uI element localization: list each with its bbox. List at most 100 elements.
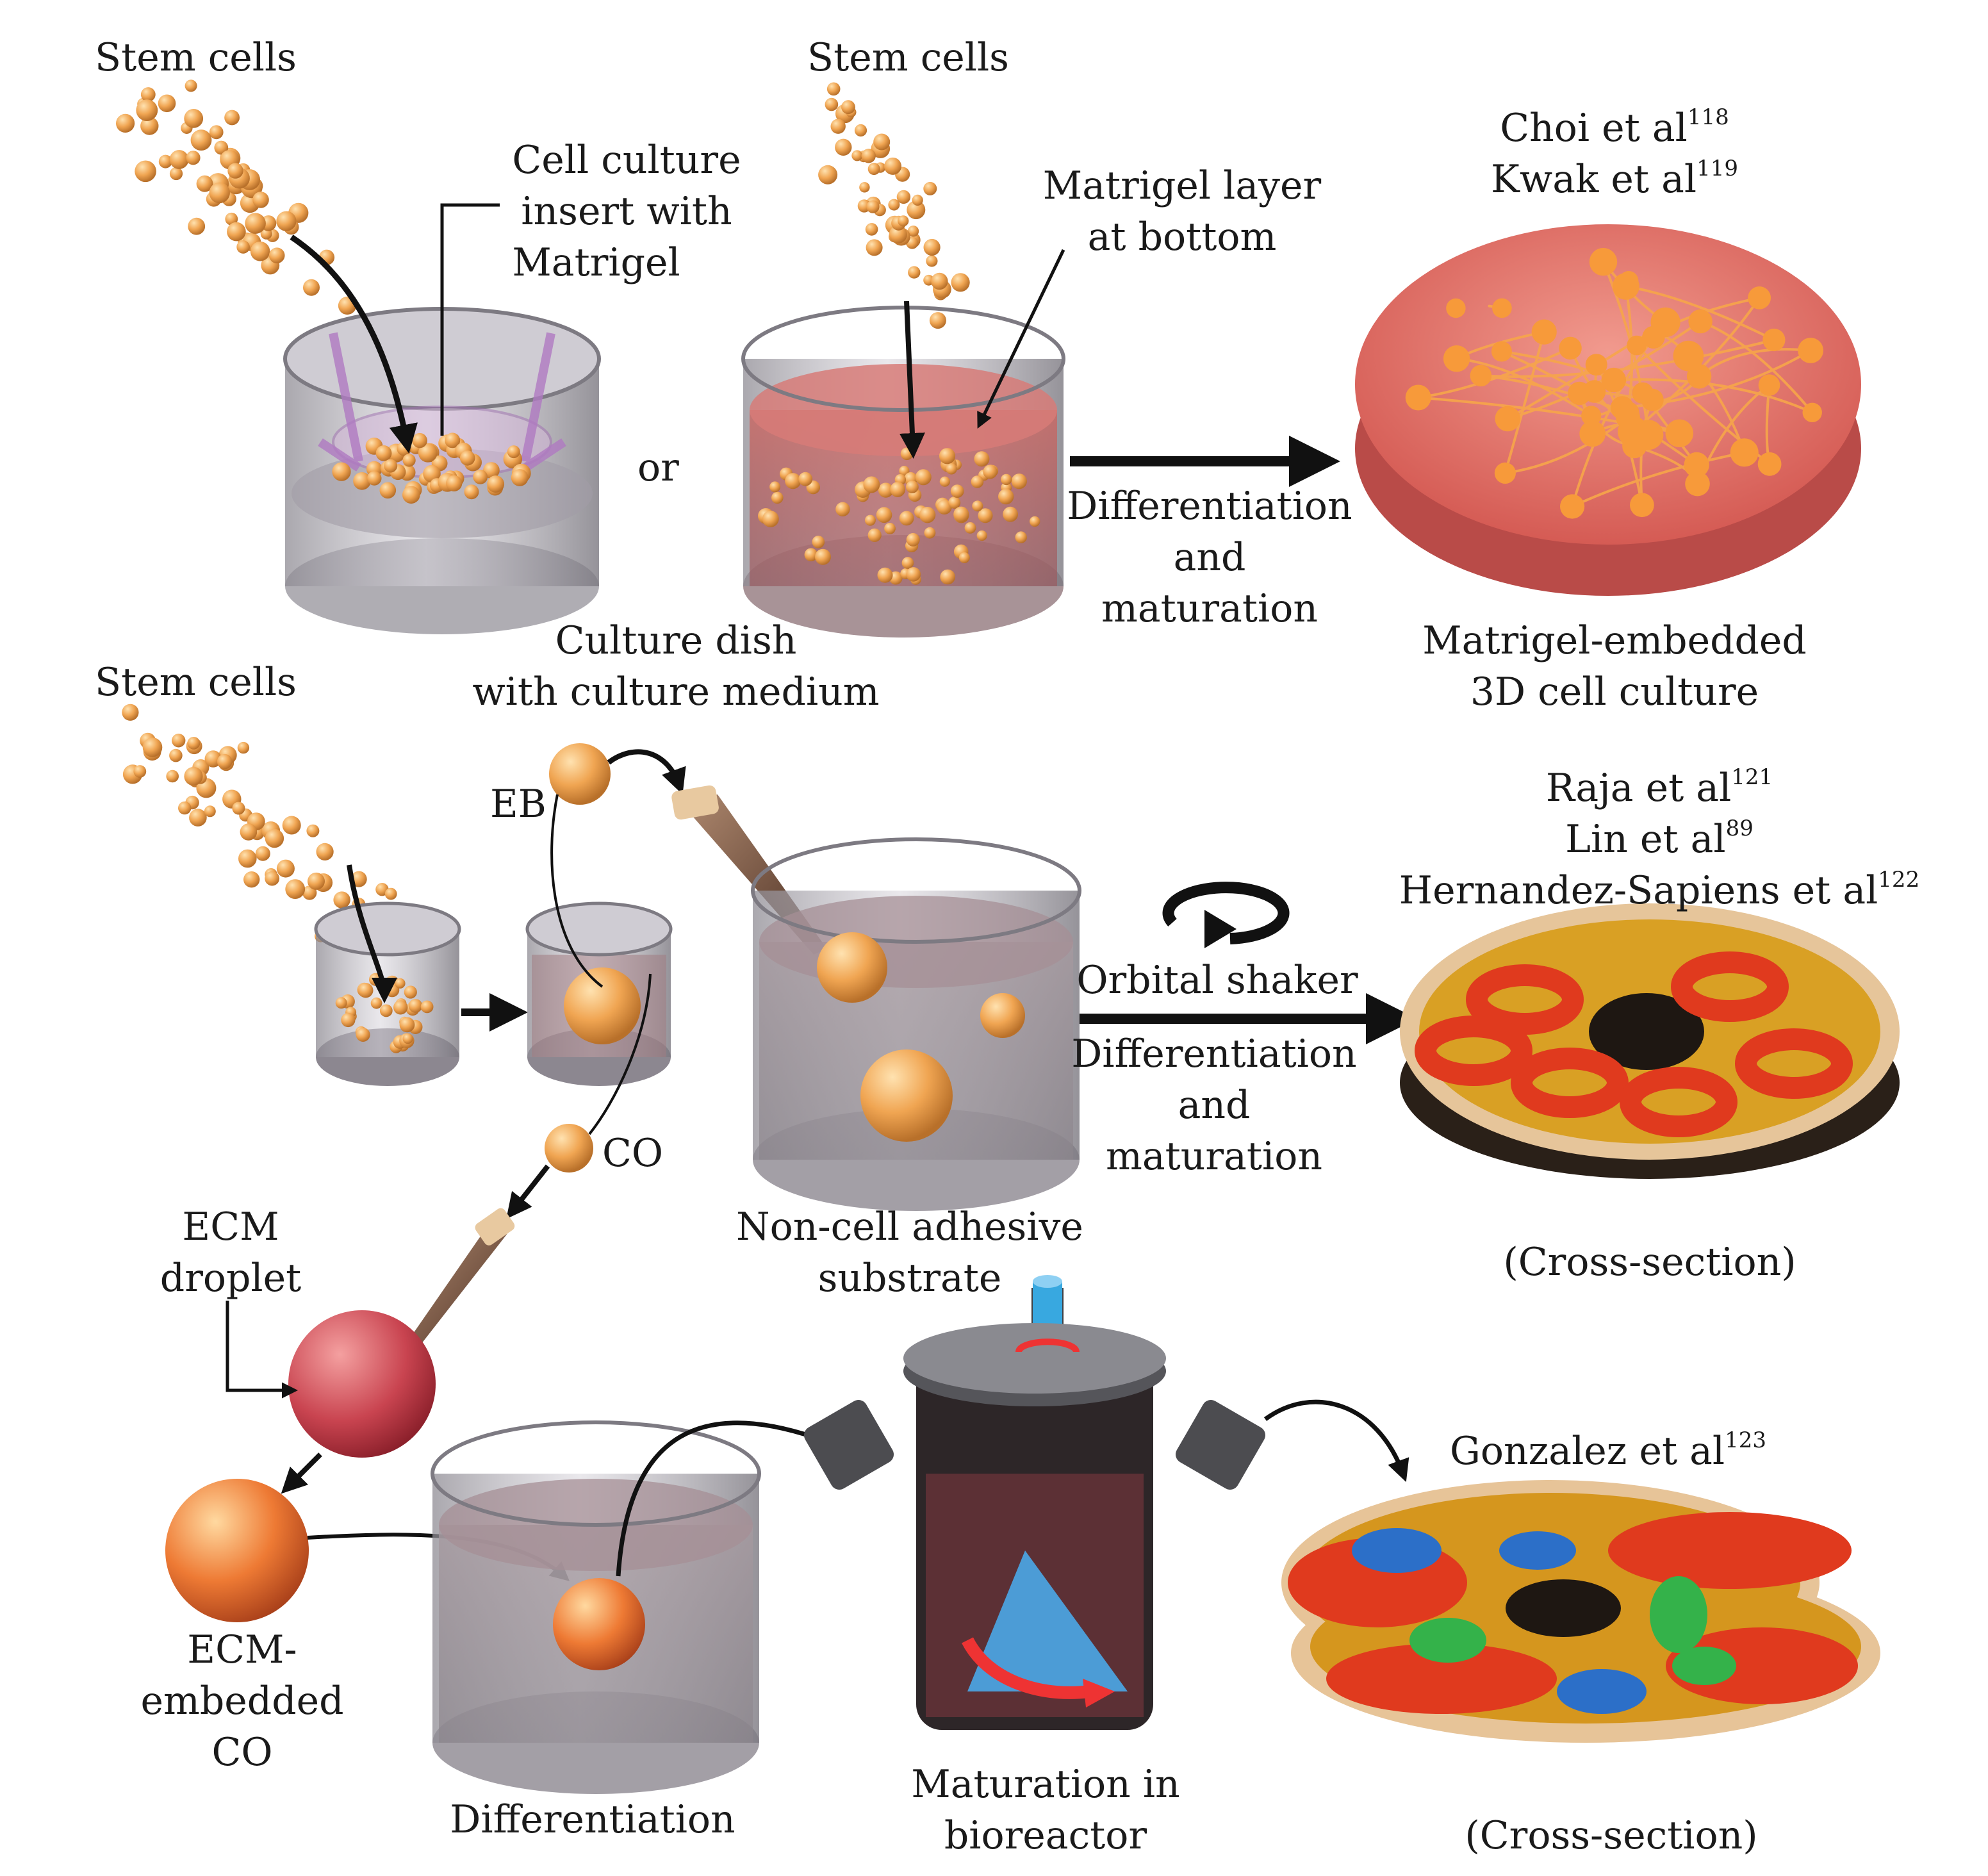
kwak-label: Kwak et al	[1491, 157, 1697, 202]
maturation-bio-line1: Maturation in	[911, 1762, 1180, 1807]
cell-sphere	[878, 482, 894, 498]
cell-sphere	[946, 463, 957, 475]
neuron-soma	[1579, 420, 1606, 447]
cell-sphere	[333, 891, 350, 909]
cell-sphere	[835, 502, 850, 516]
well-1	[314, 901, 461, 1086]
kwak-ref: 119	[1696, 156, 1738, 181]
cell-sphere	[976, 530, 987, 541]
cell-sphere	[393, 1000, 408, 1015]
neuron-soma	[1582, 380, 1606, 403]
cell-sphere	[169, 748, 183, 762]
cell-sphere	[866, 239, 883, 256]
cell-sphere	[835, 138, 852, 156]
neuron-soma	[1748, 286, 1771, 309]
neuron-soma	[1616, 405, 1640, 430]
cell-sphere	[958, 552, 970, 563]
neurite	[1501, 350, 1644, 395]
cell-sphere	[282, 816, 301, 835]
tissue-region	[1409, 1618, 1486, 1663]
cell-sphere	[185, 79, 197, 92]
cell-sphere	[866, 200, 880, 213]
eb-line	[550, 794, 604, 988]
neuron-soma	[1495, 406, 1521, 432]
cell-sphere	[964, 522, 976, 534]
matrigel-embedded-line1: Matrigel-embedded	[1422, 618, 1807, 663]
non-cell-line2: substrate	[817, 1256, 1002, 1301]
cell-sphere	[825, 97, 839, 111]
lin-ref: 89	[1725, 816, 1754, 841]
cell-sphere	[863, 476, 880, 493]
cell-sphere	[140, 117, 159, 135]
neuron-soma	[1560, 494, 1585, 519]
cell-sphere	[769, 481, 781, 493]
ecm-droplet-line2: droplet	[160, 1256, 302, 1301]
organoid-cross-section-2	[1281, 1480, 1880, 1743]
neuron-soma	[1757, 452, 1782, 476]
differentiation-label-2: Differentiation and maturation	[1071, 1028, 1356, 1182]
neurite	[1571, 336, 1655, 507]
cell-sphere	[397, 441, 411, 456]
cell-sphere	[196, 175, 213, 192]
cell-sphere	[402, 454, 416, 467]
cell-sphere	[227, 163, 243, 179]
cell-sphere	[865, 223, 878, 236]
neurite	[1613, 378, 1813, 414]
stem-cells-cluster-2	[818, 82, 970, 329]
lin-citation: Lin et al89	[1565, 814, 1754, 865]
neurite	[1507, 320, 1702, 420]
cell-sphere	[983, 465, 998, 479]
cell-sphere	[316, 843, 334, 860]
cell-sphere	[873, 133, 891, 151]
cell-sphere	[375, 445, 392, 461]
neuron-soma	[1642, 325, 1665, 349]
gonzalez-label: Gonzalez et al	[1449, 1429, 1725, 1474]
diff-line2: and	[1173, 535, 1246, 580]
kwak-citation: Kwak et al119	[1491, 154, 1738, 205]
cell-sphere	[379, 482, 397, 499]
cell-sphere	[939, 448, 956, 465]
cell-sphere	[136, 99, 158, 122]
non-adhesive-dish	[751, 837, 1081, 1211]
cell-sphere	[445, 432, 461, 448]
cell-sphere	[353, 472, 371, 490]
cell-sphere	[245, 213, 266, 234]
cell-sphere	[998, 488, 1014, 505]
cell-sphere	[798, 472, 813, 486]
orbital-shaker-icon	[1162, 882, 1290, 948]
ecm-droplet-label: ECM droplet	[160, 1201, 301, 1304]
matrigel-layer-line1: Matrigel layer	[1042, 163, 1322, 208]
cell-sphere	[166, 769, 179, 783]
cell-sphere	[140, 87, 156, 102]
insert-label-line3: Matrigel	[512, 240, 680, 285]
cell-sphere	[190, 129, 212, 151]
neuron-soma	[1601, 367, 1626, 393]
neuron-soma	[1446, 298, 1466, 318]
cell-sphere	[187, 737, 201, 750]
neuron-soma	[1405, 384, 1431, 411]
eb-transfer-arrow	[607, 749, 686, 795]
maturation-bio-line2: bioreactor	[944, 1813, 1147, 1858]
maturation-bioreactor-label: Maturation in bioreactor	[911, 1759, 1179, 1861]
neurite	[1505, 416, 1629, 475]
stem-cells-label-2: Stem cells	[807, 35, 1009, 80]
cell-sphere	[867, 163, 880, 176]
cell-sphere	[867, 528, 882, 542]
tissue-region	[1499, 1531, 1576, 1570]
cell-sphere	[370, 997, 382, 1009]
cell-sphere	[133, 765, 147, 778]
cell-sphere	[1001, 473, 1012, 486]
cell-sphere	[912, 194, 923, 206]
cell-sphere	[446, 475, 463, 492]
neural-rosette	[1620, 1067, 1737, 1137]
ecm-embedded-line3: CO	[211, 1730, 273, 1775]
cell-sphere	[178, 801, 192, 815]
cell-sphere	[236, 240, 250, 254]
culture-dish-line2: with culture medium	[472, 670, 880, 714]
neuron-soma	[1585, 354, 1607, 376]
diff2-line3: maturation	[1106, 1134, 1322, 1179]
cell-sphere	[399, 1017, 415, 1033]
co-line	[588, 973, 652, 1135]
insert-label-line2: insert with	[521, 189, 732, 234]
